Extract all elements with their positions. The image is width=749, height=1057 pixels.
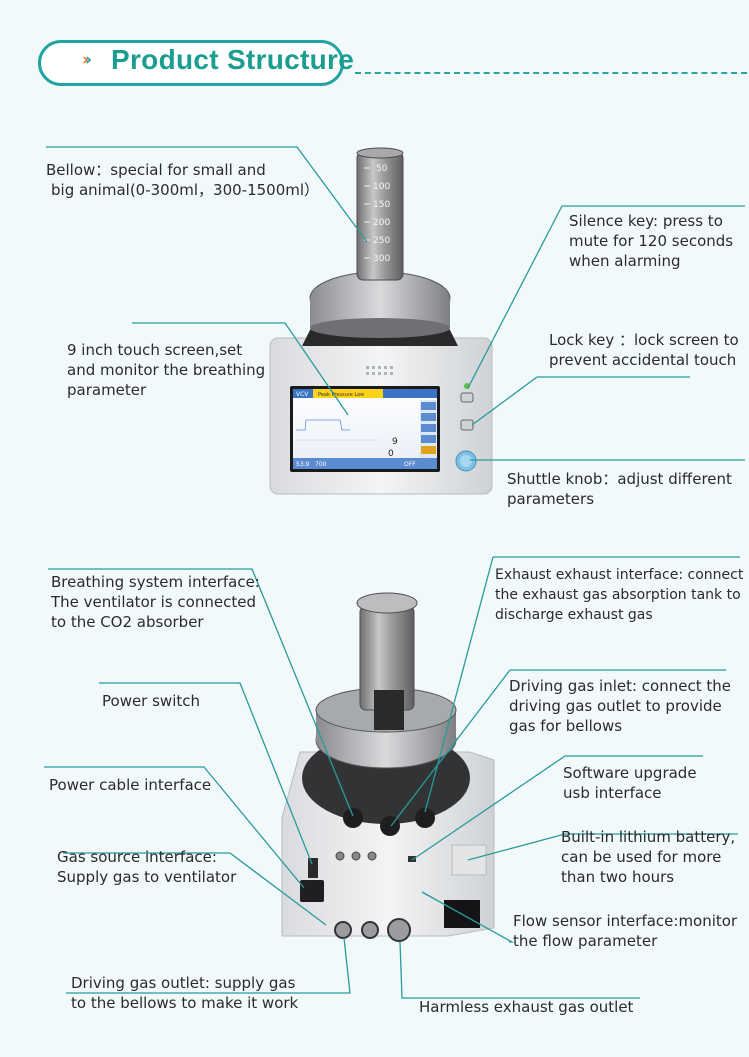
callout-text: when alarming: [569, 252, 681, 270]
page-title: Product Structure: [111, 44, 355, 75]
scale-label: 50: [376, 164, 388, 174]
silence-key: [460, 392, 474, 403]
scale-label: 100: [373, 182, 390, 192]
header-divider: [355, 72, 747, 74]
callout-text: to the bellows to make it work: [71, 994, 299, 1012]
callout-lithium-battery: Built-in lithium battery, can be used fo…: [561, 827, 735, 887]
callout-text: Harmless exhaust gas outlet: [419, 998, 634, 1016]
callout-text: Driving gas inlet: connect the: [509, 677, 731, 695]
callout-touch-screen: 9 inch touch screen,set and monitor the …: [67, 340, 265, 400]
callout-text: big animal(0-300ml，300-1500ml）: [51, 181, 320, 199]
callout-text: 9 inch touch screen,set: [67, 341, 243, 359]
ventilator-rear-view: [281, 592, 495, 942]
callout-text: Driving gas outlet: supply gas: [71, 974, 296, 992]
callout-driving-gas-outlet: Driving gas outlet: supply gas to the be…: [71, 973, 298, 1013]
screen-value: 700: [315, 461, 327, 468]
screen-value: 53.9: [296, 461, 310, 468]
callout-text: Exhaust exhaust interface: connect: [495, 567, 744, 583]
callout-text: parameter: [67, 381, 147, 399]
screen-value: OFF: [404, 461, 416, 468]
scale-label: 300: [373, 254, 390, 264]
callout-text: the flow parameter: [513, 932, 658, 950]
ventilator-front-view: 50 100 150 200 250 300: [269, 147, 493, 495]
callout-text: Silence key: press to: [569, 212, 723, 230]
callout-text: Flow sensor interface:monitor: [513, 912, 738, 930]
callout-text: Breathing system interface:: [51, 573, 260, 591]
lock-key: [460, 419, 474, 431]
callout-bellow: Bellow：special for small and big animal(…: [46, 160, 319, 200]
callout-text: Supply gas to ventilator: [57, 868, 237, 886]
callout-text: mute for 120 seconds: [569, 232, 734, 250]
callout-text: parameters: [507, 490, 595, 508]
callout-gas-source: Gas source interface: Supply gas to vent…: [57, 847, 236, 887]
callout-text: than two hours: [561, 868, 675, 886]
callout-harmless-exhaust: Harmless exhaust gas outlet: [419, 997, 633, 1017]
callout-text: Power cable interface: [49, 776, 212, 794]
header-banner: [38, 40, 344, 86]
scale-label: 250: [373, 236, 390, 246]
bellow: 50 100 150 200 250 300: [356, 147, 404, 281]
callout-flow-sensor: Flow sensor interface:monitor the flow p…: [513, 911, 737, 951]
callout-breathing-interface: Breathing system interface: The ventilat…: [51, 572, 260, 632]
scale-label: 150: [373, 200, 390, 210]
callout-silence-key: Silence key: press to mute for 120 secon…: [569, 211, 733, 271]
screen-value: 9: [392, 437, 398, 447]
callout-text: Software upgrade: [563, 764, 697, 782]
callout-text: Power switch: [102, 692, 201, 710]
callout-text: the exhaust gas absorption tank to: [495, 587, 741, 603]
screen-mode: VCV: [296, 391, 309, 398]
callout-text: Bellow：special for small and: [46, 161, 266, 179]
callout-lock-key: Lock key ：lock screen to prevent acciden…: [549, 330, 739, 370]
callout-text: Gas source interface:: [57, 848, 217, 866]
scale-label: 200: [373, 218, 390, 228]
callout-text: Shuttle knob：adjust different: [507, 470, 732, 488]
callout-shuttle-knob: Shuttle knob：adjust different parameters: [507, 469, 732, 509]
callout-software-upgrade: Software upgrade usb interface: [563, 763, 697, 803]
callout-power-switch: Power switch: [102, 691, 200, 711]
callout-exhaust-interface: Exhaust exhaust interface: connect the e…: [495, 565, 743, 625]
callout-text: discharge exhaust gas: [495, 607, 653, 623]
callout-text: to the CO2 absorber: [51, 613, 204, 631]
callout-text: usb interface: [563, 784, 662, 802]
callout-text: can be used for more: [561, 848, 722, 866]
callout-driving-gas-inlet: Driving gas inlet: connect the driving g…: [509, 676, 731, 736]
callout-text: prevent accidental touch: [549, 351, 737, 369]
callout-text: Built-in lithium battery,: [561, 828, 736, 846]
screen-alarm: Peak Pressure Low: [318, 392, 364, 398]
callout-text: gas for bellows: [509, 717, 623, 735]
callout-text: driving gas outlet to provide: [509, 697, 722, 715]
callout-text: The ventilator is connected: [51, 593, 256, 611]
callout-text: Lock key ：lock screen to: [549, 331, 739, 349]
callout-power-cable: Power cable interface: [49, 775, 211, 795]
screen-value: 0: [388, 449, 394, 459]
touch-screen: VCV Peak Pressure Low 9 0 53.9 700 OFF: [290, 386, 440, 472]
callout-text: and monitor the breathing: [67, 361, 266, 379]
